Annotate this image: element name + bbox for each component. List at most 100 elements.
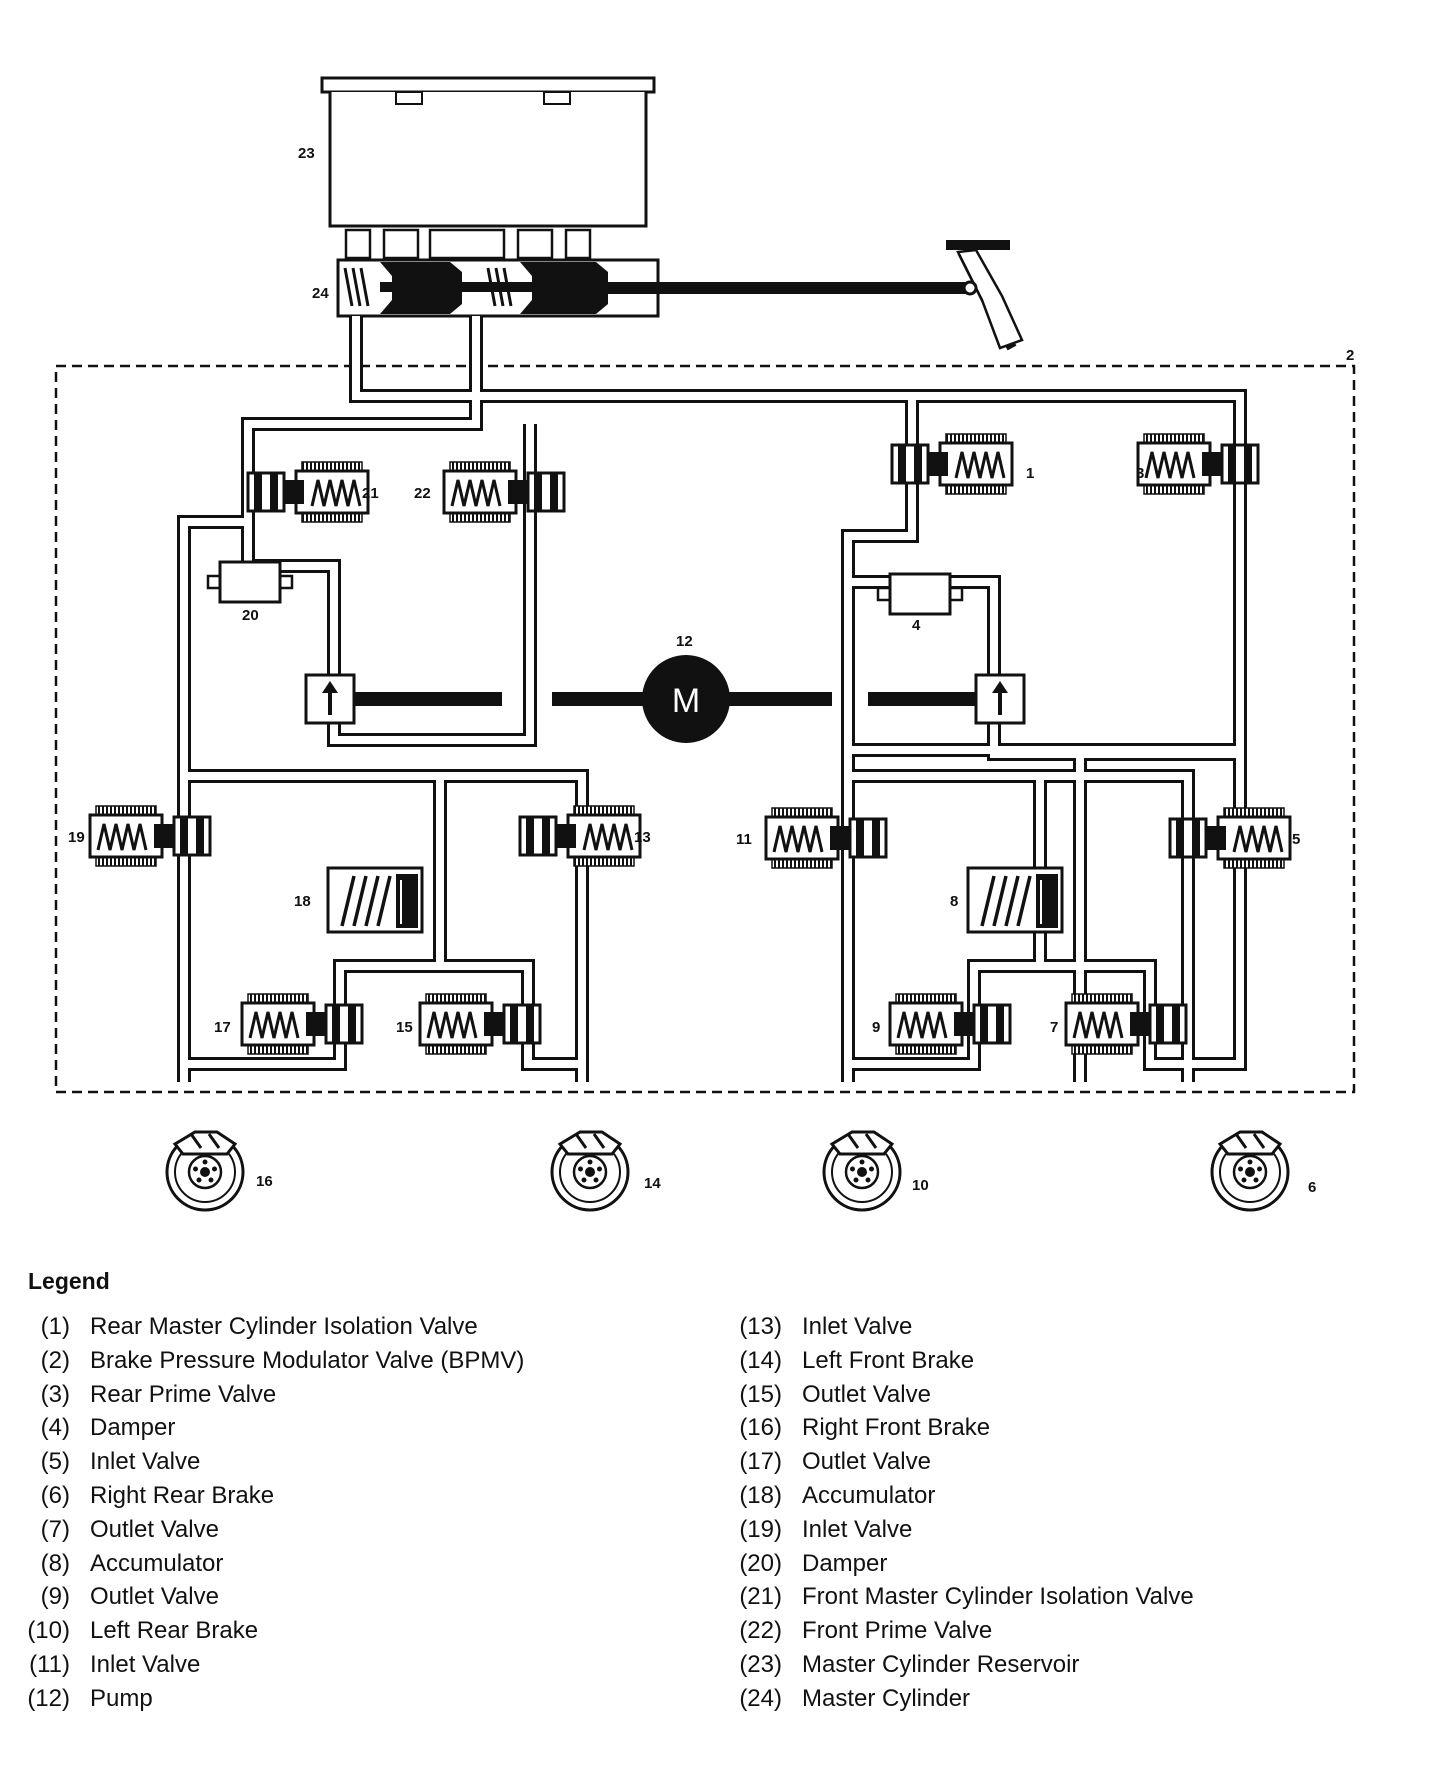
accumulator-front	[326, 866, 424, 934]
brake-pedal	[946, 240, 1024, 351]
legend-item: (23) Master Cylinder Reservoir	[712, 1648, 1194, 1682]
legend-item: (12)Pump	[0, 1682, 524, 1716]
legend-item: (11) Inlet Valve	[0, 1648, 524, 1682]
legend-label: Master Cylinder	[802, 1684, 971, 1712]
master-cylinder	[336, 258, 970, 318]
legend-label: Damper	[802, 1549, 888, 1577]
legend-label: Brake Pressure Modulator Valve (BPMV)	[90, 1346, 525, 1374]
legend-label: Master Cylinder Reservoir	[802, 1650, 1080, 1678]
legend-number: (22)	[739, 1617, 782, 1645]
callout-17: 17	[214, 1019, 231, 1036]
legend-number: (1)	[40, 1313, 70, 1340]
legend-item: (17) Outlet Valve	[712, 1445, 1194, 1479]
callout-labels: 1 2 3 4 5 6 7 8 9 10 11 12 13 14 15 16 1…	[68, 145, 1354, 1196]
right-front-brake	[165, 1130, 245, 1212]
callout-3: 3	[1136, 465, 1144, 482]
callout-15: 15	[396, 1019, 413, 1036]
legend-number: (23)	[739, 1650, 782, 1678]
legend-label: Inlet Valve	[90, 1650, 201, 1678]
damper-rear	[876, 572, 964, 616]
legend-number: (11)	[29, 1650, 70, 1678]
legend-item: (14)Left Front Brake	[712, 1344, 1194, 1378]
legend-number: (3)	[40, 1380, 70, 1408]
legend-label: Outlet Valve	[802, 1448, 931, 1476]
inlet-valve-13	[518, 804, 642, 868]
outlet-valve-9	[888, 992, 1012, 1056]
legend-number: (14)	[739, 1346, 782, 1374]
legend-label: Right Front Brake	[802, 1414, 991, 1442]
legend-item: (20) Damper	[712, 1547, 1194, 1581]
callout-19: 19	[68, 829, 85, 846]
legend-number: (9)	[40, 1583, 70, 1611]
legend-item: (5) Inlet Valve	[0, 1445, 524, 1479]
legend-item: (8)Accumulator	[0, 1547, 524, 1581]
legend-label: Outlet Valve	[90, 1583, 219, 1611]
master-cylinder-reservoir	[320, 76, 656, 260]
legend-number: (19)	[739, 1515, 782, 1543]
left-rear-brake	[822, 1130, 902, 1212]
bpmv-boundary	[54, 364, 1356, 1094]
legend-label: Left Rear Brake	[90, 1617, 259, 1645]
callout-8: 8	[950, 893, 958, 910]
callout-23: 23	[298, 145, 315, 162]
legend-label: Front Prime Valve	[802, 1617, 993, 1645]
legend-label: Pump	[90, 1684, 153, 1712]
callout-6: 6	[1308, 1179, 1316, 1196]
callout-12: 12	[676, 633, 693, 650]
legend-label: Front Master Cylinder Isolation Valve	[802, 1583, 1194, 1611]
legend-number: (7)	[40, 1515, 70, 1543]
inlet-valve-11	[764, 806, 888, 870]
legend-number: (21)	[739, 1583, 782, 1611]
inlet-valve-19	[88, 804, 212, 868]
legend-item: (4)Damper	[0, 1411, 524, 1445]
right-rear-brake	[1210, 1130, 1290, 1212]
legend-number: (17)	[739, 1448, 782, 1476]
legend-number: (18)	[739, 1481, 782, 1509]
legend-number: (13)	[739, 1313, 782, 1340]
legend-label: Inlet Valve	[802, 1313, 913, 1340]
callout-11: 11	[736, 831, 752, 848]
legend-number: (2)	[40, 1346, 70, 1374]
callout-7: 7	[1050, 1019, 1058, 1036]
legend-item: (16)Right Front Brake	[712, 1411, 1194, 1445]
callout-13: 13	[634, 829, 651, 846]
left-front-brake	[550, 1130, 630, 1212]
abs-hydraulic-diagram: M 1 2 3 4 5 6 7 8 9 10 11 12 13 14 15 16	[54, 76, 1356, 1212]
legend-label: Damper	[90, 1414, 176, 1442]
legend-label: Accumulator	[802, 1481, 936, 1509]
legend-left-column: (1)Rear Master Cylinder Isolation Valve …	[0, 1310, 524, 1716]
legend-number: (20)	[739, 1549, 782, 1577]
legend-item: (6)Right Rear Brake	[0, 1479, 524, 1513]
legend-number: (5)	[40, 1448, 70, 1476]
legend-label: Inlet Valve	[90, 1448, 201, 1476]
front-master-cylinder-isolation-valve	[246, 460, 370, 524]
legend-item: (24)Master Cylinder	[712, 1682, 1194, 1716]
callout-4: 4	[912, 617, 921, 634]
legend-number: (6)	[40, 1481, 70, 1509]
pump-element-front	[304, 673, 356, 725]
legend-item: (22) Front Prime Valve	[712, 1614, 1194, 1648]
callout-2: 2	[1346, 347, 1354, 364]
legend-item: (2) Brake Pressure Modulator Valve (BPMV)	[0, 1344, 525, 1378]
legend-item: (13) Inlet Valve	[712, 1310, 1194, 1344]
callout-14: 14	[644, 1175, 661, 1192]
legend-item: (19) Inlet Valve	[712, 1513, 1194, 1547]
legend-label: Inlet Valve	[802, 1515, 913, 1543]
legend-label: Outlet Valve	[802, 1380, 931, 1408]
legend-item: (9) Outlet Valve	[0, 1580, 524, 1614]
pump-element-rear	[974, 673, 1026, 725]
callout-10: 10	[912, 1177, 929, 1194]
legend-label: Rear Master Cylinder Isolation Valve	[90, 1313, 478, 1340]
callout-9: 9	[872, 1019, 880, 1036]
outlet-valve-7	[1064, 992, 1188, 1056]
callout-1: 1	[1026, 465, 1034, 482]
legend-right-column: (13)Inlet Valve (14)Left Front Brake (15…	[712, 1310, 1194, 1716]
legend-item: (18) Accumulator	[712, 1479, 1194, 1513]
callout-16: 16	[256, 1173, 273, 1190]
pump-motor: M	[352, 655, 978, 743]
callout-18: 18	[294, 893, 311, 910]
legend-label: Outlet Valve	[90, 1515, 219, 1543]
callout-20: 20	[242, 607, 259, 624]
legend-label: Rear Prime Valve	[90, 1380, 277, 1408]
callout-24: 24	[312, 285, 329, 302]
